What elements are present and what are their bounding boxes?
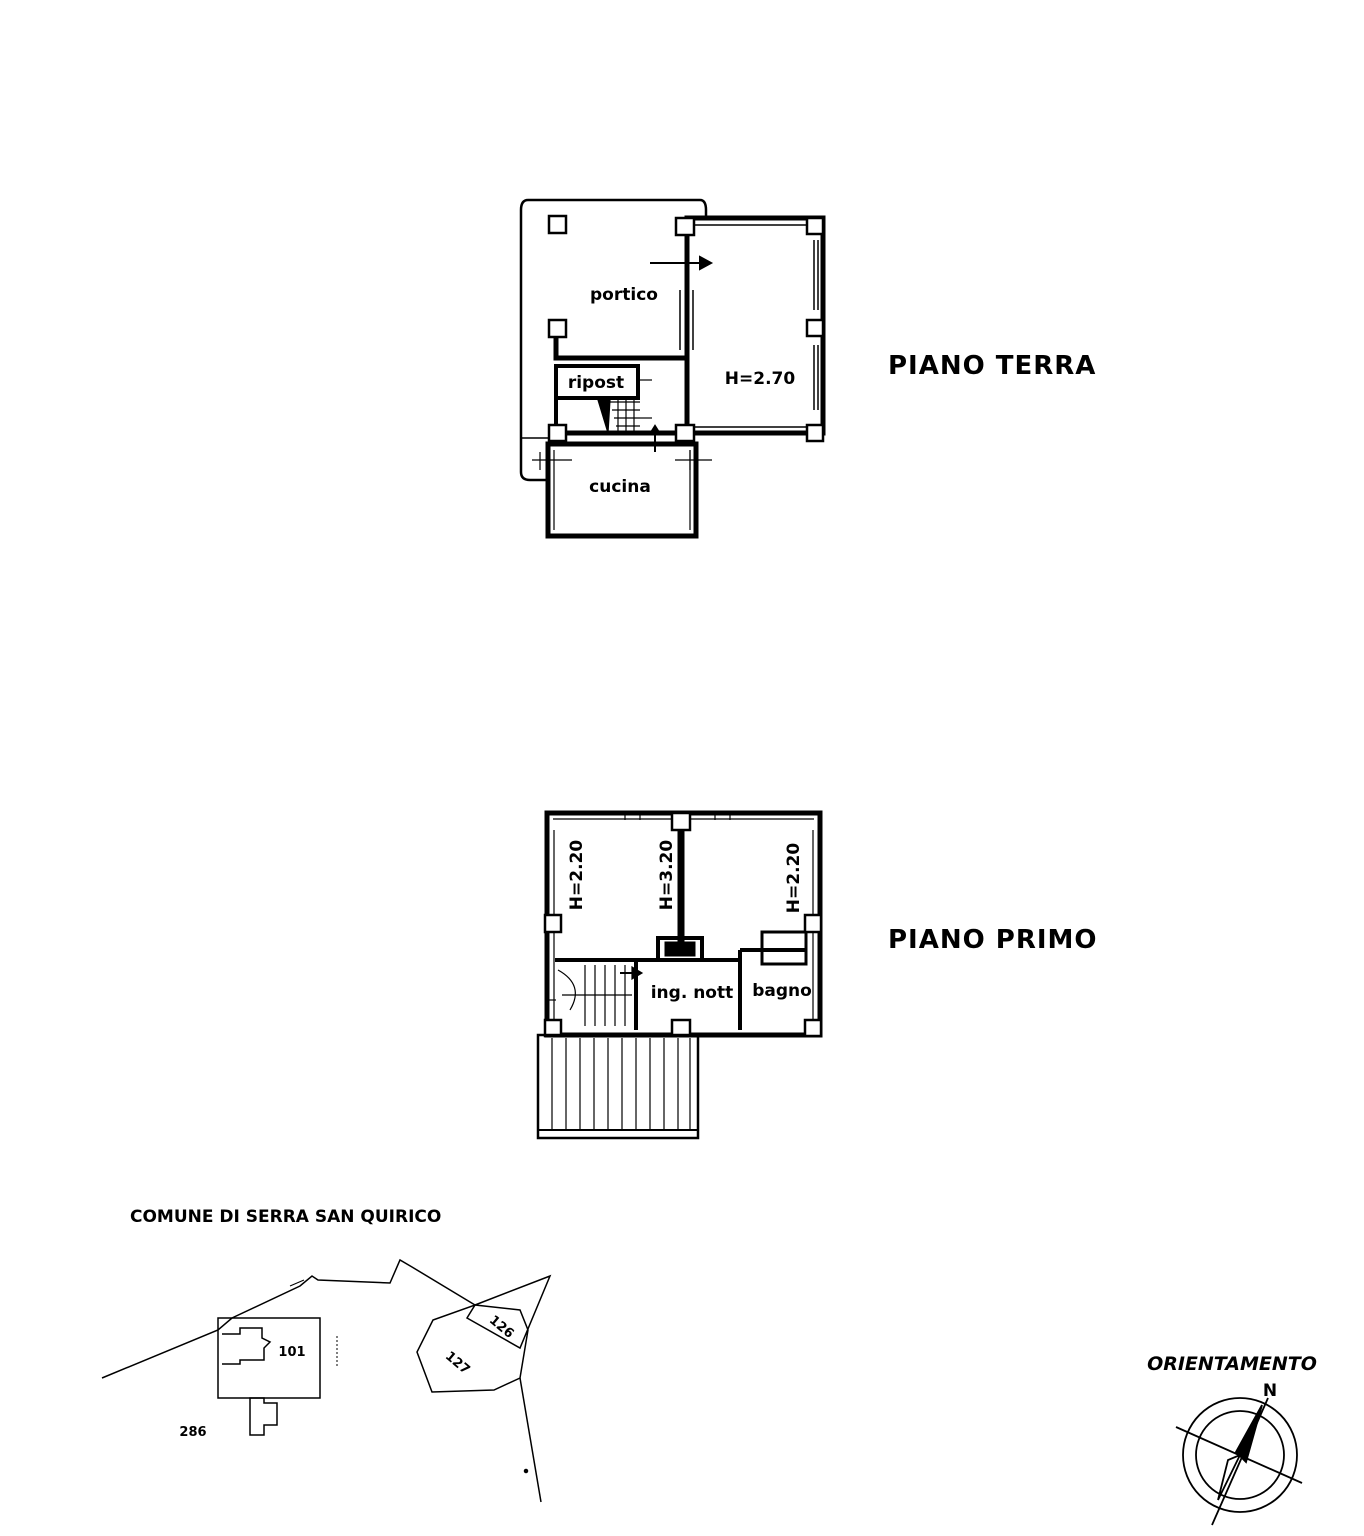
parcel-126 (465, 1274, 552, 1350)
room-height-left: H=2.20 (567, 840, 587, 911)
kitchen-walls (545, 441, 699, 539)
living-room-walls (684, 215, 826, 436)
parcel-label-127: 127 (442, 1349, 472, 1378)
room-label-entrance: ing. nott (651, 983, 734, 1003)
storage-walls (554, 364, 640, 400)
north-label: N (1263, 1381, 1277, 1401)
parcel-label-286: 286 (179, 1425, 206, 1440)
room-height-right: H=2.20 (784, 843, 804, 914)
ground-pillars (547, 214, 825, 443)
room-height-living: H=2.70 (725, 369, 796, 389)
first-floor-title: PIANO PRIMO (888, 925, 1098, 955)
room-height-center: H=3.20 (657, 840, 677, 911)
room-label-kitchen: cucina (589, 477, 651, 497)
entrance-arrow (648, 255, 714, 452)
first-floor-plan (536, 810, 823, 1140)
cadastral-map (101, 1258, 552, 1503)
room-label-portico: portico (590, 285, 658, 305)
terrace (536, 1033, 700, 1140)
ground-stair (597, 379, 652, 434)
ground-floor-plan (519, 198, 826, 539)
compass-icon (1175, 1397, 1303, 1526)
parcel-label-101: 101 (278, 1345, 305, 1360)
orientation-label: ORIENTAMENTO (1147, 1353, 1317, 1375)
room-label-storage: ripost (568, 373, 624, 393)
first-pillars (543, 811, 823, 1038)
ground-floor-title: PIANO TERRA (888, 351, 1096, 381)
cadastral-title: COMUNE DI SERRA SAN QUIRICO (130, 1207, 441, 1227)
first-stair (547, 965, 644, 1026)
parcel-101 (217, 1317, 321, 1399)
portico-outline (528, 198, 708, 218)
room-label-bathroom: bagno (752, 981, 812, 1001)
parcel-127 (416, 1304, 529, 1393)
